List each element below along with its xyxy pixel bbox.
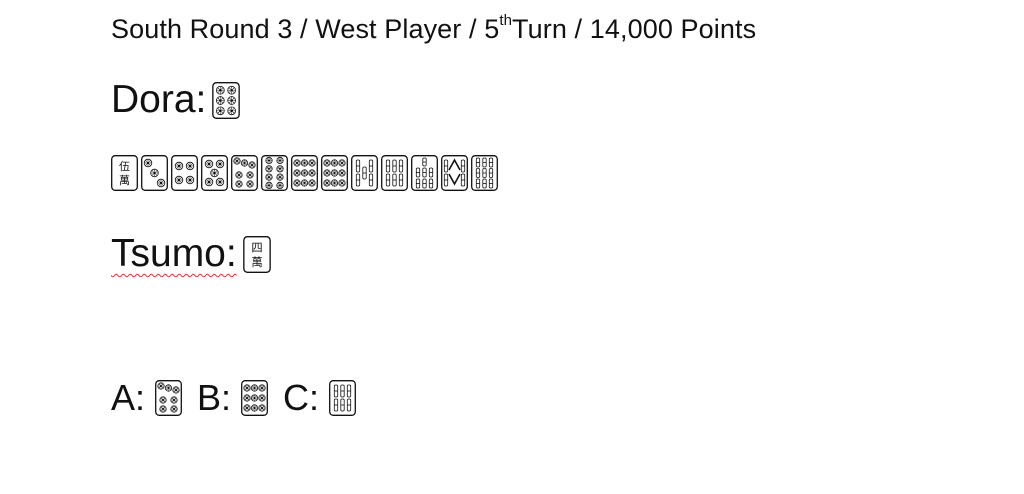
hand-tile-1: 伍萬	[111, 155, 138, 191]
hand-tile-2	[141, 155, 168, 191]
hand-tile-12	[441, 155, 468, 191]
hand-tile-11	[411, 155, 438, 191]
svg-text:萬: 萬	[119, 174, 130, 187]
choice-b-label: B:	[197, 377, 232, 418]
hand-tile-7	[291, 155, 318, 191]
tsumo-label: Tsumo:	[111, 232, 237, 275]
hand-tile-4	[201, 155, 228, 191]
round-info-text: South Round 3 / West Player / 5	[111, 14, 500, 44]
choice-c-tile	[329, 380, 356, 416]
hand-row: 伍萬	[111, 155, 501, 191]
ordinal-suffix: th	[499, 12, 513, 29]
choice-c-label: C:	[283, 377, 320, 418]
answer-choices-row: A: B: C:	[111, 377, 359, 419]
hand-tile-3	[171, 155, 198, 191]
svg-text:四: 四	[251, 241, 262, 254]
svg-text:萬: 萬	[251, 256, 262, 269]
svg-text:伍: 伍	[119, 160, 130, 173]
round-info-rest: Turn / 14,000 Points	[512, 14, 757, 44]
tsumo-tile: 四萬	[242, 236, 271, 273]
choice-a-tile	[155, 380, 182, 416]
choice-b-tile	[241, 380, 268, 416]
dora-row: Dora:	[111, 78, 242, 122]
hand-tile-13	[471, 155, 498, 191]
hand-tile-9	[351, 155, 378, 191]
choice-a-label: A:	[111, 377, 146, 418]
dora-label: Dora:	[111, 78, 207, 121]
hand-tile-10	[381, 155, 408, 191]
hand-tile-5	[231, 155, 258, 191]
hand-tile-6	[261, 155, 288, 191]
dora-tile	[212, 82, 241, 119]
tsumo-row: Tsumo: 四萬	[111, 232, 273, 276]
hand-tile-8	[321, 155, 348, 191]
